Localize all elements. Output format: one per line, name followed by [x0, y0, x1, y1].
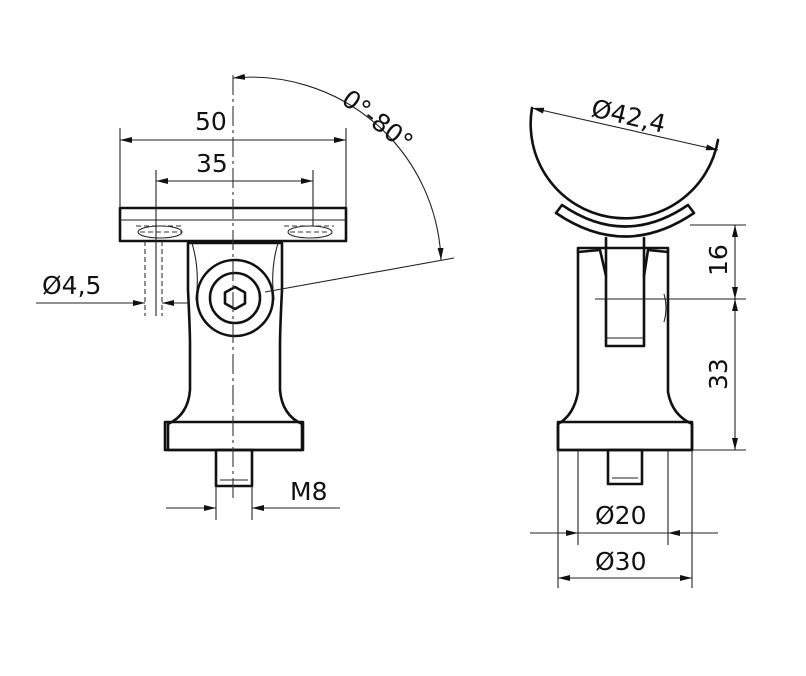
dim-50-label: 50: [195, 107, 227, 136]
side-tab: [604, 236, 646, 348]
threaded-stud: [214, 448, 254, 488]
side-body: [556, 246, 694, 452]
front-view: 50 35 Ø4,5 0°-80° M8: [36, 73, 455, 520]
side-view: Ø42,4 16 33 Ø20 Ø30: [529, 94, 746, 588]
dim-35-label: 35: [196, 149, 228, 178]
base-dia-30-label: Ø30: [595, 547, 647, 576]
side-curve: [663, 293, 667, 323]
dim-line-tube: [531, 107, 719, 151]
base-dia-20-label: Ø20: [595, 501, 647, 530]
side-base-flange: [556, 420, 694, 452]
dim-16-label: 16: [704, 244, 733, 276]
handrail-tube: [529, 106, 720, 220]
base-flange: [163, 420, 305, 452]
angle-label: 0°-80°: [336, 84, 418, 157]
side-bevels: [576, 248, 670, 278]
hex-socket-icon: [223, 285, 247, 311]
dim-hole-label: Ø4,5: [42, 271, 101, 300]
side-stud: [606, 448, 644, 486]
hole-left-head: [137, 225, 183, 239]
hinge-knuckle: [195, 258, 275, 338]
hinge-pin: [208, 271, 262, 325]
thread-label: M8: [290, 477, 327, 506]
angle-limit-line: [264, 257, 455, 293]
tube-label: Ø42,4: [589, 94, 669, 139]
dim-33-label: 33: [704, 358, 733, 390]
saddle-cup: [554, 203, 696, 238]
angle-arc: [232, 73, 444, 261]
